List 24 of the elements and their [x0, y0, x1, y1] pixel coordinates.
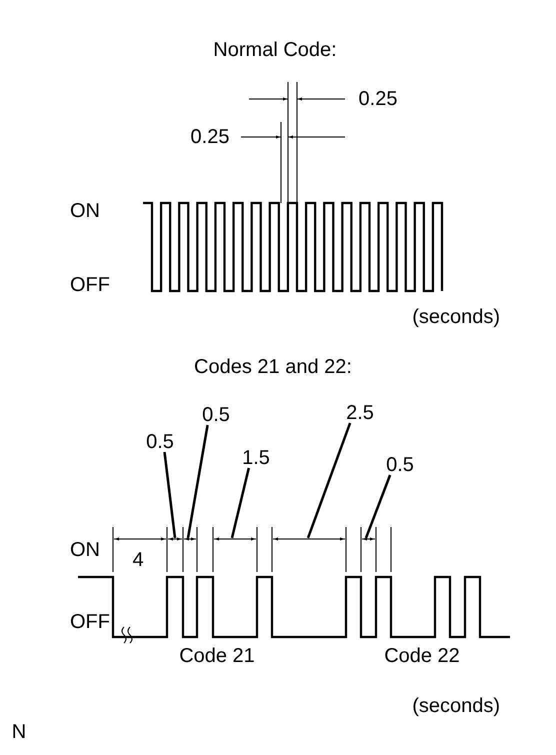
state-label: ON [70, 200, 100, 222]
section-title: Normal Code: [213, 39, 337, 61]
state-label: ON [70, 539, 100, 561]
state-label: OFF [70, 611, 110, 633]
dimension-label: 0.5 [386, 454, 414, 476]
code-label: Code 21 [179, 645, 255, 667]
code-label: Code 22 [384, 645, 460, 667]
leader-line [230, 468, 250, 538]
dimension-label: 0.25 [190, 126, 230, 148]
section-title: Codes 21 and 22: [194, 356, 352, 378]
dimension-label: 0.5 [202, 404, 230, 426]
dimension-label: 2.5 [346, 402, 374, 424]
dimension-label: 1.5 [242, 447, 270, 469]
dimension-label: 0.25 [358, 88, 398, 110]
leader-line [163, 452, 176, 538]
figure-mark: N [12, 721, 26, 743]
state-label: OFF [70, 274, 110, 296]
leader-line [306, 422, 352, 538]
leader-line [186, 424, 209, 538]
unit-label: (seconds) [412, 306, 500, 328]
unit-label: (seconds) [412, 695, 500, 717]
dimension-label: 4 [132, 549, 144, 571]
dimension-label: 0.5 [146, 431, 174, 453]
leader-line [364, 474, 392, 538]
